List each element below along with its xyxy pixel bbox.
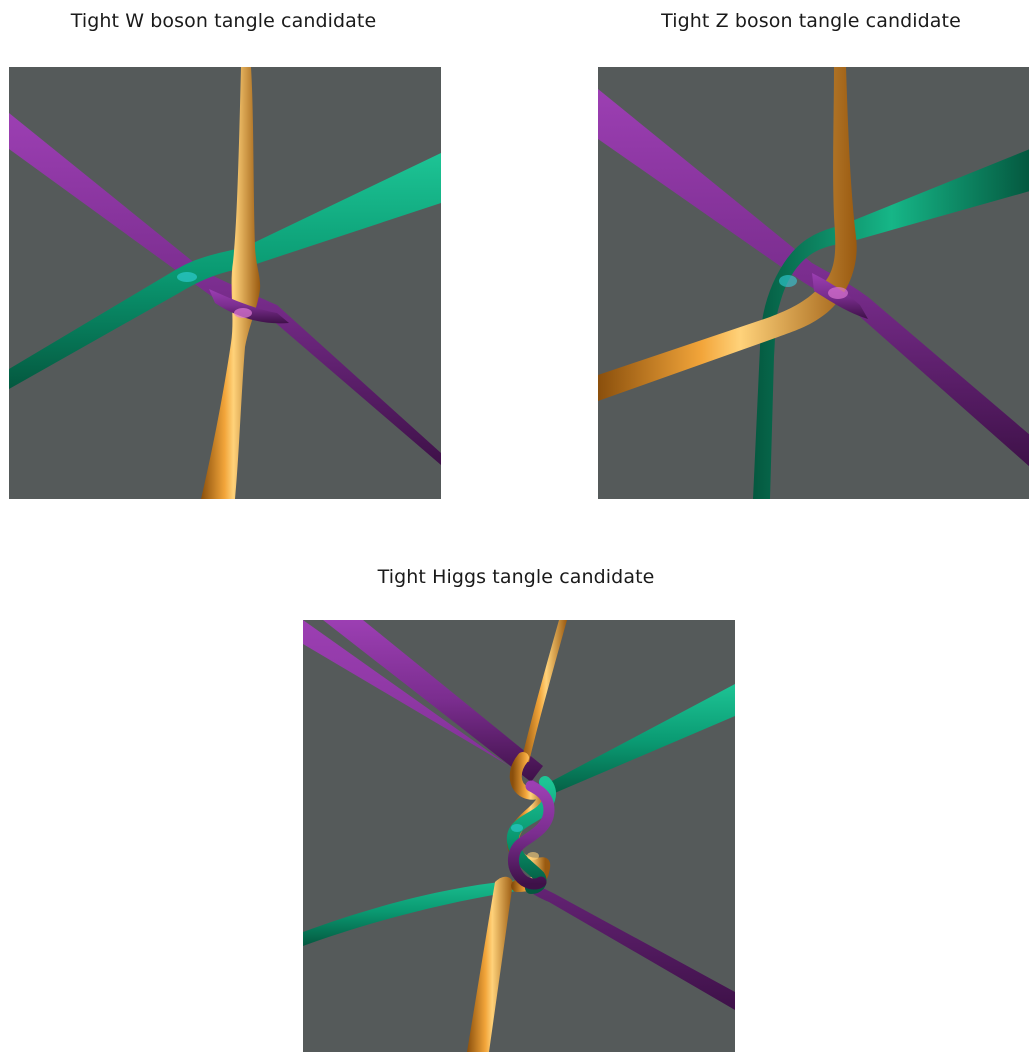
green-strand xyxy=(530,684,735,801)
purple-strand xyxy=(303,620,735,1010)
orange-strand xyxy=(598,67,857,401)
orange-strand xyxy=(521,620,567,762)
orange-lower xyxy=(467,876,513,1052)
braid-core xyxy=(506,752,557,894)
higgs-tangle-image xyxy=(303,620,735,1052)
orange-strand xyxy=(201,67,261,499)
purple-strand xyxy=(9,113,441,465)
purple-crossing xyxy=(209,289,289,324)
green-strand xyxy=(9,153,441,389)
higgs-caption: Tight Higgs tangle candidate xyxy=(377,566,655,588)
purple-upper xyxy=(323,620,543,782)
w-boson-tangle-image xyxy=(9,67,441,499)
green-lower xyxy=(303,876,542,946)
z-boson-tangle-image xyxy=(598,67,1029,499)
z-boson-caption: Tight Z boson tangle candidate xyxy=(661,10,961,32)
green-strand xyxy=(753,149,1029,499)
w-boson-caption: Tight W boson tangle candidate xyxy=(70,10,377,32)
